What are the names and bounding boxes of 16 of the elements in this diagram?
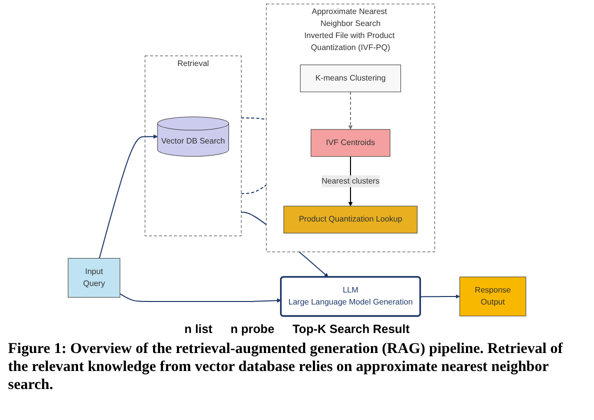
arrow bbox=[420, 294, 460, 299]
node-box: IVF Centroids bbox=[310, 129, 390, 157]
connector bbox=[240, 184, 267, 194]
annotation-label: n probe bbox=[230, 322, 274, 336]
node-box: Product Quantization Lookup bbox=[284, 206, 418, 234]
node-box: Input Query bbox=[68, 258, 120, 298]
edge-label: Nearest clusters bbox=[322, 176, 380, 186]
arrow bbox=[348, 91, 353, 130]
figure-caption: Figure 1: Overview of the retrieval-augmented generation (RAG) pipeline. Retrieval of the relevant knowledge from vector database relies on approximate nearest neighbor search. bbox=[7, 340, 564, 395]
arrow bbox=[98, 134, 158, 259]
annotation-label: Top-K Search Result bbox=[292, 322, 410, 336]
node-box: Response Output bbox=[460, 276, 526, 316]
connector bbox=[240, 117, 267, 120]
arrow bbox=[119, 293, 282, 303]
annotation-label: n list bbox=[184, 322, 212, 336]
node-box: K-means Clustering bbox=[300, 64, 401, 92]
